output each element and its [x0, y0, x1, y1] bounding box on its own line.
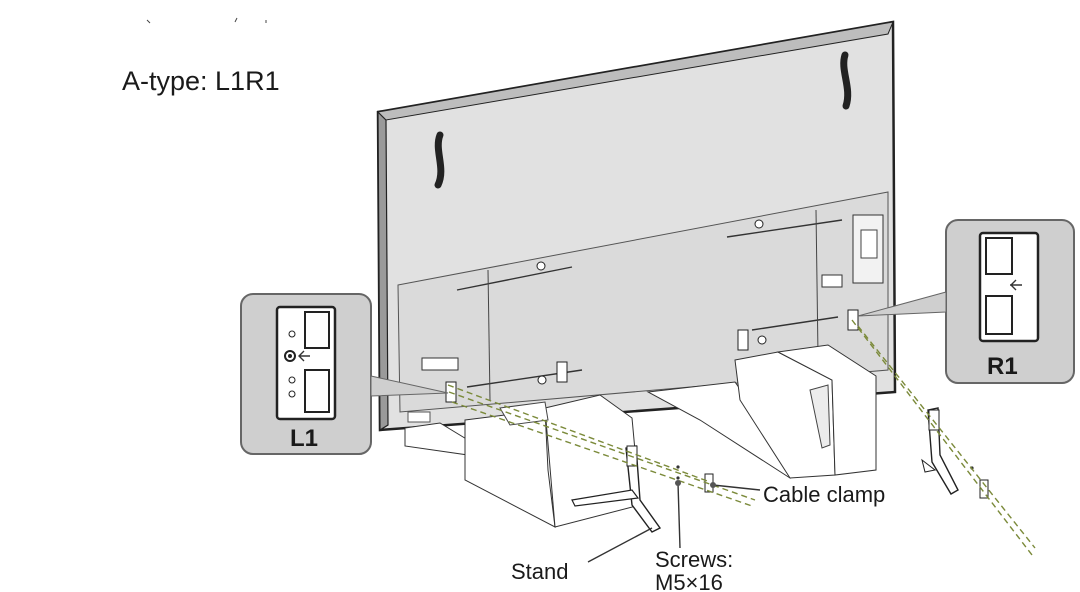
inset-label-r1: R1: [987, 353, 1018, 380]
cable-clamp-label: Cable clamp: [763, 482, 885, 507]
diagram-heading: A-type: L1R1: [122, 66, 280, 96]
stand-right: [921, 407, 959, 495]
clipped-top-marks: [146, 17, 267, 24]
foam-blocks: [404, 344, 877, 528]
inset-r1: R1: [857, 219, 1075, 384]
screws-label-line1: Screws:: [655, 547, 733, 572]
callout-leaders: [587, 480, 761, 563]
stand-label: Stand: [511, 559, 569, 584]
screws-label-line2: M5×16: [655, 570, 723, 592]
alignment-guides: [447, 319, 1036, 556]
inset-label-l1: L1: [290, 425, 318, 452]
inset-l1: L1: [240, 293, 449, 455]
